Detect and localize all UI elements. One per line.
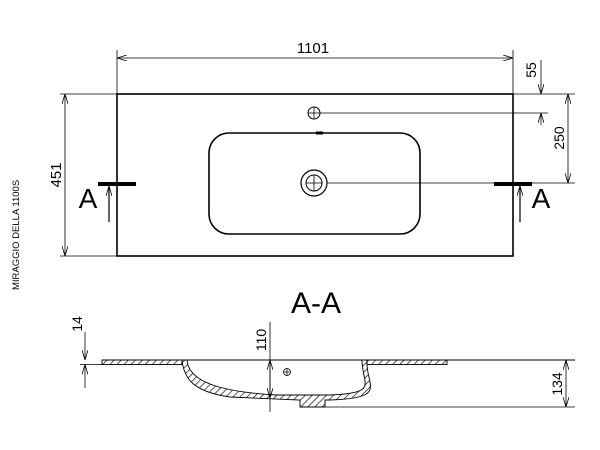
basin-depth-dimension: 110 [253, 329, 269, 352]
overflow-hole-icon [283, 368, 291, 376]
depth-dimension: 451 [48, 162, 65, 187]
tap-offset-dimension: 55 [523, 62, 539, 78]
width-dimension: 1101 [297, 40, 329, 57]
drain-offset-dimension: 250 [551, 126, 567, 150]
slab-thickness-dimension: 14 [69, 316, 85, 332]
tap-hole-icon [307, 106, 321, 120]
countertop-outline [116, 93, 514, 257]
section-view [80, 322, 575, 412]
section-mark-left: A [79, 183, 98, 214]
section-title: A-A [291, 287, 341, 320]
section-mark-right: A [532, 183, 551, 214]
total-height-dimension: 134 [549, 372, 565, 396]
model-label: MIRAGGIO DELLA 1100S [11, 180, 22, 290]
basin-outline [208, 132, 421, 235]
top-view [60, 50, 575, 257]
drain-icon [300, 169, 328, 197]
